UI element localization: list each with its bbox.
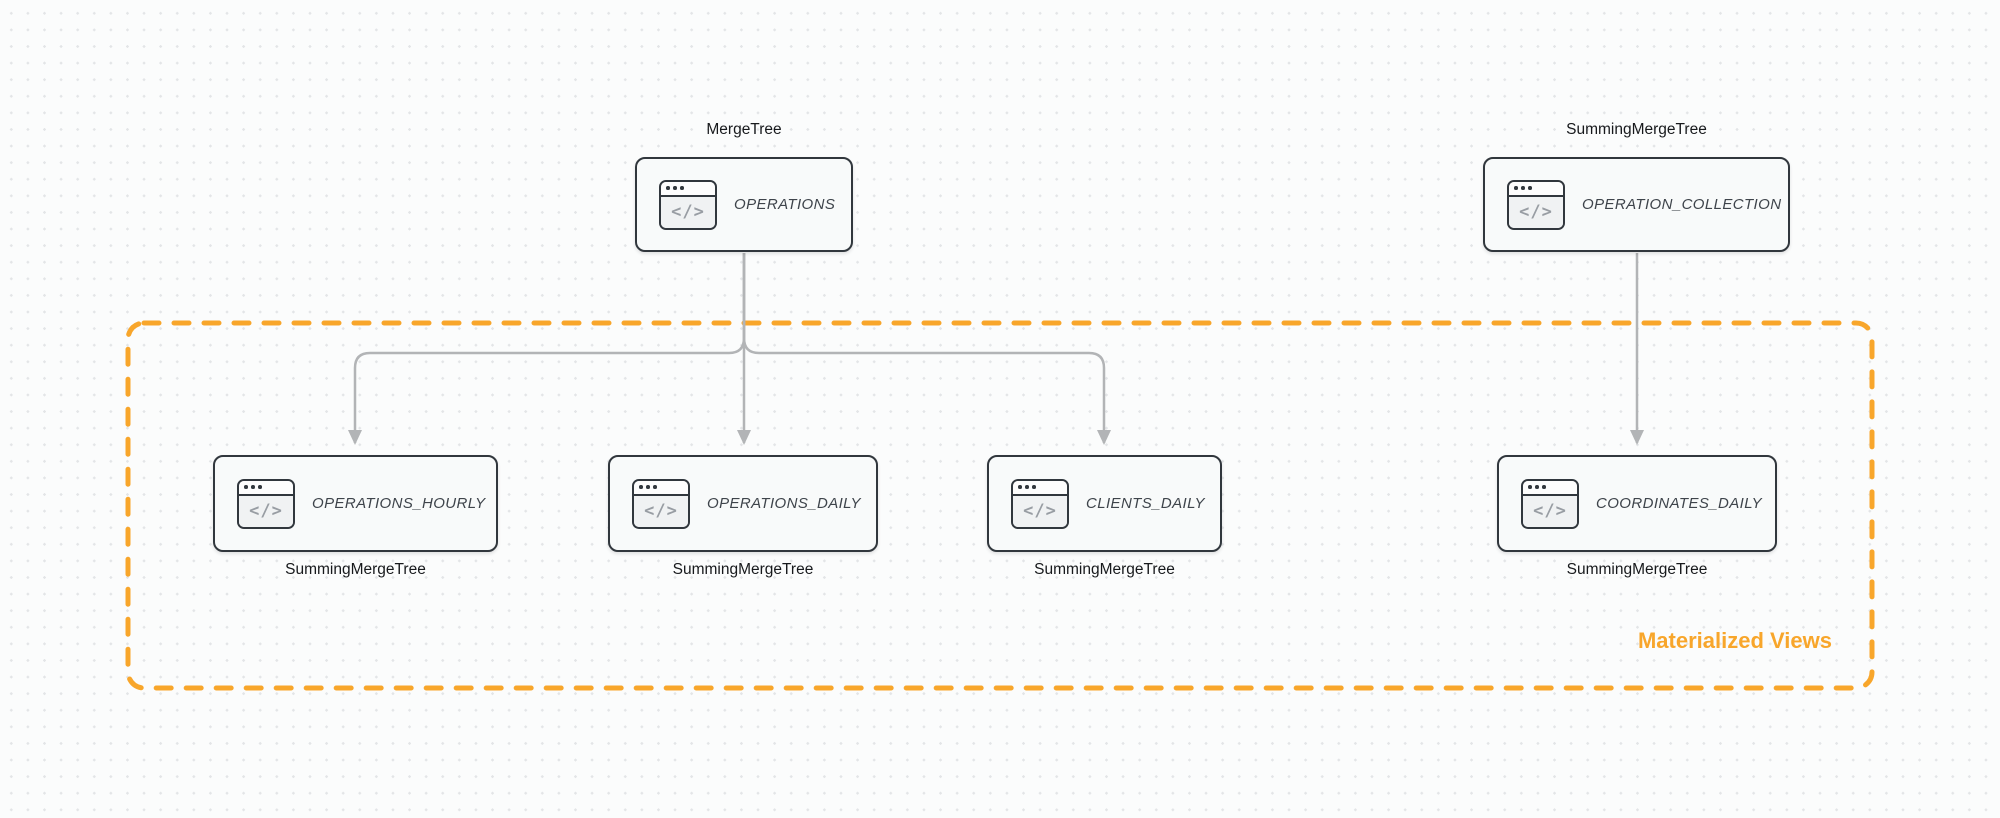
table-node-coordinates-daily[interactable]: </> COORDINATES_DAILY — [1497, 455, 1777, 552]
code-window-icon: </> — [237, 478, 295, 529]
table-node-clients-daily[interactable]: </> CLIENTS_DAILY — [987, 455, 1222, 552]
edge-operations-to-clients-daily — [742, 253, 1111, 445]
engine-label-operations: MergeTree — [706, 121, 782, 138]
table-name: OPERATIONS — [734, 196, 836, 213]
code-glyph: </> — [239, 495, 293, 527]
code-glyph: </> — [661, 196, 715, 228]
table-name: COORDINATES_DAILY — [1596, 495, 1763, 512]
code-glyph: </> — [634, 495, 688, 527]
engine-label-operations-daily: SummingMergeTree — [672, 561, 814, 578]
code-glyph: </> — [1509, 196, 1563, 228]
engine-label-operations-hourly: SummingMergeTree — [285, 561, 426, 578]
table-name: OPERATIONS_HOURLY — [312, 495, 486, 512]
code-glyph: </> — [1013, 495, 1067, 527]
code-window-icon: </> — [1521, 478, 1579, 529]
materialized-views-group-border — [125, 320, 1875, 691]
window-dots — [661, 181, 715, 197]
code-window-icon: </> — [632, 478, 690, 529]
code-window-icon: </> — [1011, 478, 1069, 529]
table-node-operations[interactable]: </> OPERATIONS — [635, 157, 853, 252]
edge-operations-to-operations-hourly — [348, 253, 746, 445]
window-dots — [634, 480, 688, 496]
code-glyph: </> — [1523, 495, 1577, 527]
table-node-operation-collection[interactable]: </> OPERATION_COLLECTION — [1483, 157, 1790, 252]
window-dots — [1013, 480, 1067, 496]
table-name: OPERATIONS_DAILY — [707, 495, 861, 512]
table-node-operations-hourly[interactable]: </> OPERATIONS_HOURLY — [213, 455, 498, 552]
window-dots — [1509, 181, 1563, 197]
code-window-icon: </> — [1507, 179, 1565, 230]
table-name: CLIENTS_DAILY — [1086, 495, 1205, 512]
engine-label-operation-collection: SummingMergeTree — [1566, 121, 1707, 138]
code-window-icon: </> — [659, 179, 717, 230]
table-name: OPERATION_COLLECTION — [1582, 196, 1782, 213]
table-node-operations-daily[interactable]: </> OPERATIONS_DAILY — [608, 455, 878, 552]
engine-label-clients-daily: SummingMergeTree — [1034, 561, 1175, 578]
materialized-views-label: Materialized Views — [1637, 628, 1832, 653]
engine-label-coordinates-daily: SummingMergeTree — [1566, 561, 1708, 578]
window-dots — [1523, 480, 1577, 496]
window-dots — [239, 480, 293, 496]
